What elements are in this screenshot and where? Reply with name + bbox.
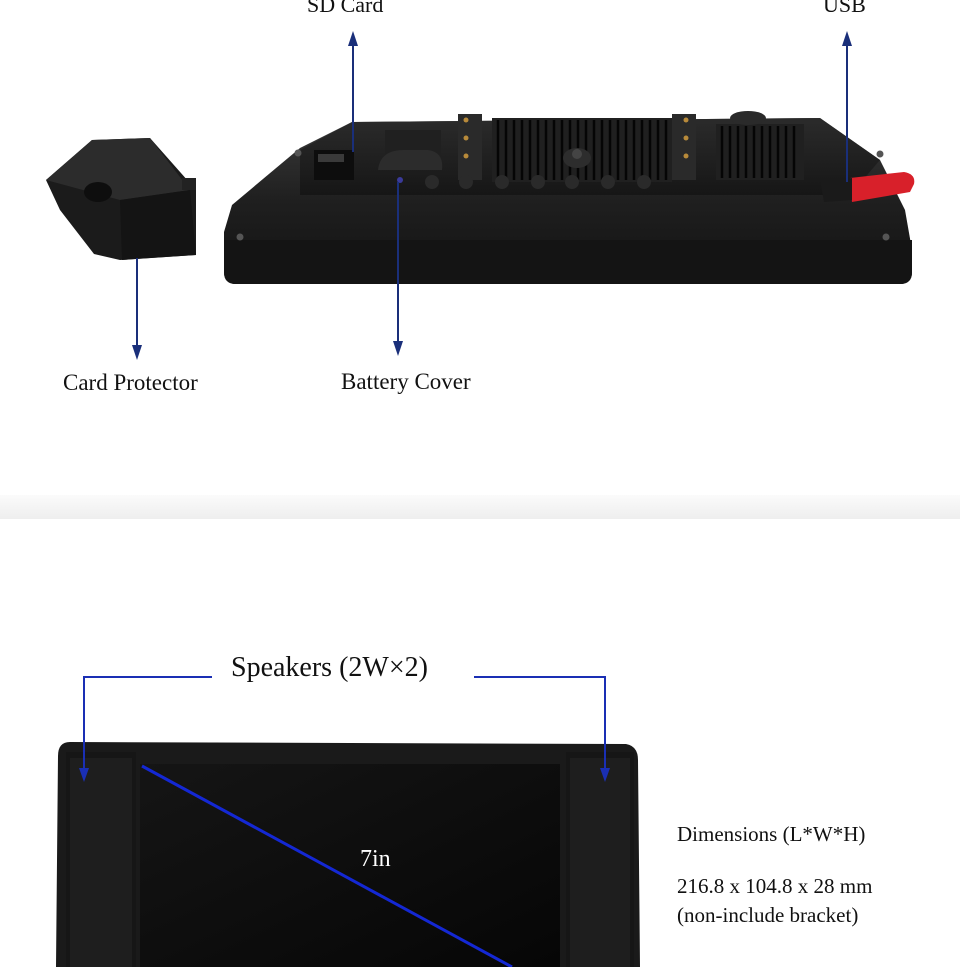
usb-stick	[820, 172, 915, 202]
monitor-front	[56, 742, 640, 967]
speakers-label: Speakers (2W×2)	[231, 652, 428, 683]
screen-diagonal-line	[141, 764, 513, 967]
dimensions-value: 216.8 x 104.8 x 28 mm	[677, 874, 873, 898]
monitor-back-body	[224, 111, 912, 284]
callout-arrows	[132, 31, 852, 360]
screen-size-label: 7in	[360, 846, 391, 872]
speaker-bracket	[83, 676, 606, 770]
dimensions-note: (non-include bracket)	[677, 903, 859, 927]
usb-label: USB	[823, 0, 866, 17]
dimensions-title: Dimensions (L*W*H)	[677, 822, 866, 846]
sd-card-label: SD Card	[307, 0, 384, 17]
card-protector-label: Card Protector	[63, 370, 198, 395]
section-divider	[0, 495, 960, 519]
battery-cover-label: Battery Cover	[341, 369, 471, 394]
card-protector-part	[46, 138, 196, 260]
speaker-bracket-arrowheads	[79, 768, 610, 782]
